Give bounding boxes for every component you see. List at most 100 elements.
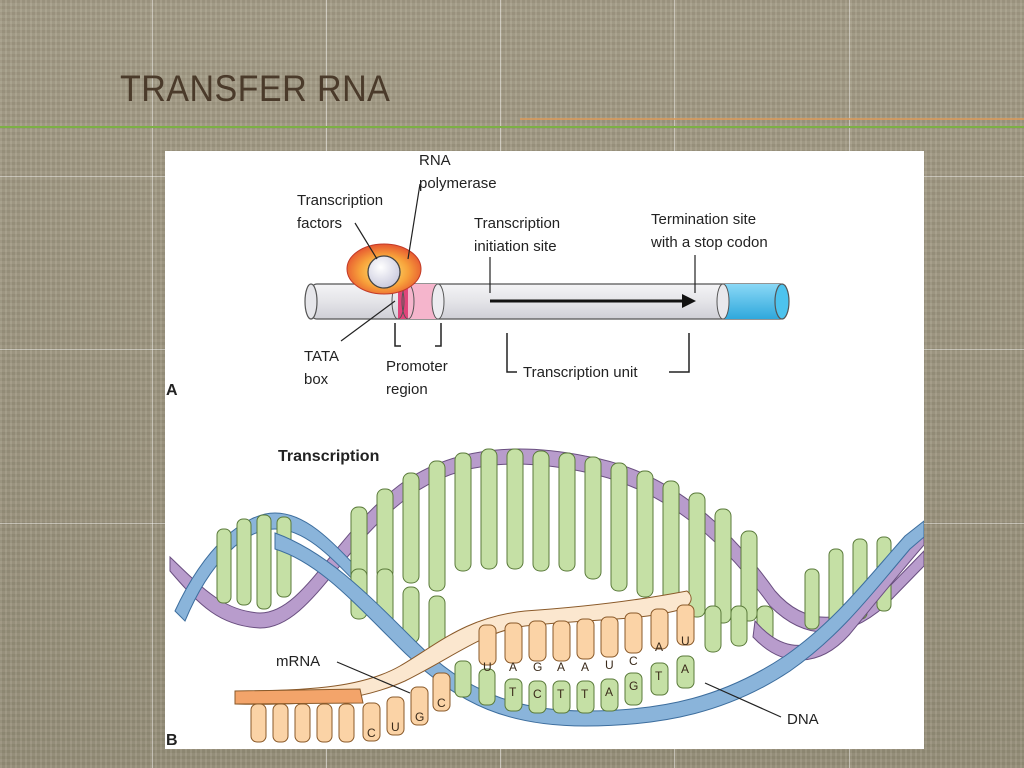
svg-text:T: T: [557, 687, 565, 701]
base-rung: [256, 514, 272, 610]
mrna-base: [338, 703, 355, 743]
panel-a-letter: A: [166, 382, 178, 399]
svg-text:A: A: [557, 660, 565, 674]
svg-text:T: T: [655, 669, 663, 683]
dna-base: T: [576, 680, 595, 714]
mrna-base: A: [650, 608, 669, 654]
title-accent-line: [520, 118, 1024, 120]
svg-text:C: C: [629, 654, 638, 668]
base-rung: [804, 568, 820, 630]
mrna-base: [250, 703, 267, 743]
base-rung: [532, 450, 550, 572]
leader-line: [354, 222, 378, 260]
transcription-factor-circle: [367, 255, 401, 289]
svg-text:T: T: [581, 687, 589, 701]
base-rung: [740, 530, 758, 622]
base-rung: [688, 492, 706, 618]
panel-b-letter: B: [166, 732, 178, 749]
leader-line: [407, 183, 421, 260]
transcription-figure: RNA polymerase Transcription factors Tra…: [165, 151, 924, 749]
mrna-base: G: [528, 620, 547, 674]
base-pair-rungs: [216, 448, 892, 657]
base-rung: [402, 472, 420, 584]
mrna-leader-line: [336, 661, 411, 694]
svg-text:G: G: [629, 679, 638, 693]
base-rung: [730, 605, 748, 647]
transcription-heading: Transcription: [278, 448, 379, 465]
dna-base: C: [528, 680, 547, 714]
termination-segment: [723, 284, 781, 319]
base-rung: [480, 448, 498, 570]
svg-text:C: C: [367, 726, 376, 740]
mrna-base: G: [410, 686, 429, 726]
svg-text:G: G: [415, 710, 424, 724]
panel-a: RNA polymerase Transcription factors Tra…: [166, 152, 790, 399]
mrna-base: C: [362, 702, 381, 742]
dna-leader-line: [704, 682, 782, 718]
svg-text:A: A: [581, 660, 589, 674]
svg-text:A: A: [605, 685, 613, 699]
unit-bracket: [669, 333, 690, 373]
mrna-base: [272, 703, 289, 743]
transcription-factors-label: factors: [297, 215, 342, 232]
base-rung: [428, 460, 446, 592]
dna-base: [478, 668, 496, 706]
tube-right-end: [774, 283, 790, 320]
initiation-site-label: Transcription: [474, 215, 560, 232]
base-rung: [276, 516, 292, 598]
initiation-site-label: initiation site: [474, 238, 557, 255]
base-rung: [558, 452, 576, 572]
svg-text:G: G: [533, 660, 542, 674]
mrna-base: C: [624, 612, 643, 668]
base-rung: [236, 518, 252, 606]
dna-base: A: [600, 678, 619, 712]
mrna-bases: C U G C U A G A A U C A U: [362, 604, 695, 742]
svg-text:U: U: [483, 660, 492, 674]
svg-text:A: A: [681, 662, 689, 676]
mrna-base: U: [600, 616, 619, 672]
mrna-base: A: [504, 622, 523, 674]
slide-title: TRANSFER RNA: [120, 68, 391, 109]
arrow-head-icon: [682, 294, 696, 308]
promoter-bracket: [394, 323, 401, 347]
tube-ring: [716, 283, 730, 320]
base-rung: [584, 456, 602, 580]
mrna-base: A: [576, 618, 595, 674]
tube-ring: [431, 283, 445, 320]
mrna-base: U: [386, 696, 405, 736]
rna-polymerase-label: RNA: [419, 152, 451, 169]
dna-base: T: [504, 678, 523, 712]
tube-left-end: [304, 283, 318, 320]
svg-text:U: U: [681, 634, 690, 648]
transcription-unit-label: Transcription unit: [523, 364, 638, 381]
rna-polymerase-label: polymerase: [419, 175, 497, 192]
dna-template-bases: T C T T A G T A: [454, 655, 695, 714]
base-rung: [714, 508, 732, 624]
tata-box-label: box: [304, 371, 329, 388]
base-rung: [506, 448, 524, 570]
base-rung: [454, 452, 472, 572]
dna-base: A: [676, 655, 695, 689]
svg-text:A: A: [655, 640, 663, 654]
mrna-base: C: [432, 672, 451, 712]
tata-box-label: TATA: [304, 348, 339, 365]
base-rung: [662, 480, 680, 610]
base-rung: [636, 470, 654, 598]
mrna-tail: [234, 688, 364, 705]
tata-box-segment: [398, 284, 408, 319]
dna-base: G: [624, 672, 643, 706]
leader-line: [340, 300, 396, 342]
base-rung: [376, 488, 394, 580]
dna-label: DNA: [787, 711, 819, 728]
svg-text:A: A: [509, 660, 517, 674]
mrna-base: U: [676, 604, 695, 648]
dna-base: T: [650, 662, 669, 696]
mrna-base: U: [478, 624, 497, 674]
svg-text:U: U: [605, 658, 614, 672]
mrna-tail-bases: [250, 703, 355, 743]
termination-site-label: with a stop codon: [650, 234, 768, 251]
promoter-region-label: Promoter: [386, 358, 448, 375]
title-underline: [0, 126, 1024, 128]
mrna-strand: [234, 590, 692, 705]
unit-bracket: [506, 333, 517, 373]
